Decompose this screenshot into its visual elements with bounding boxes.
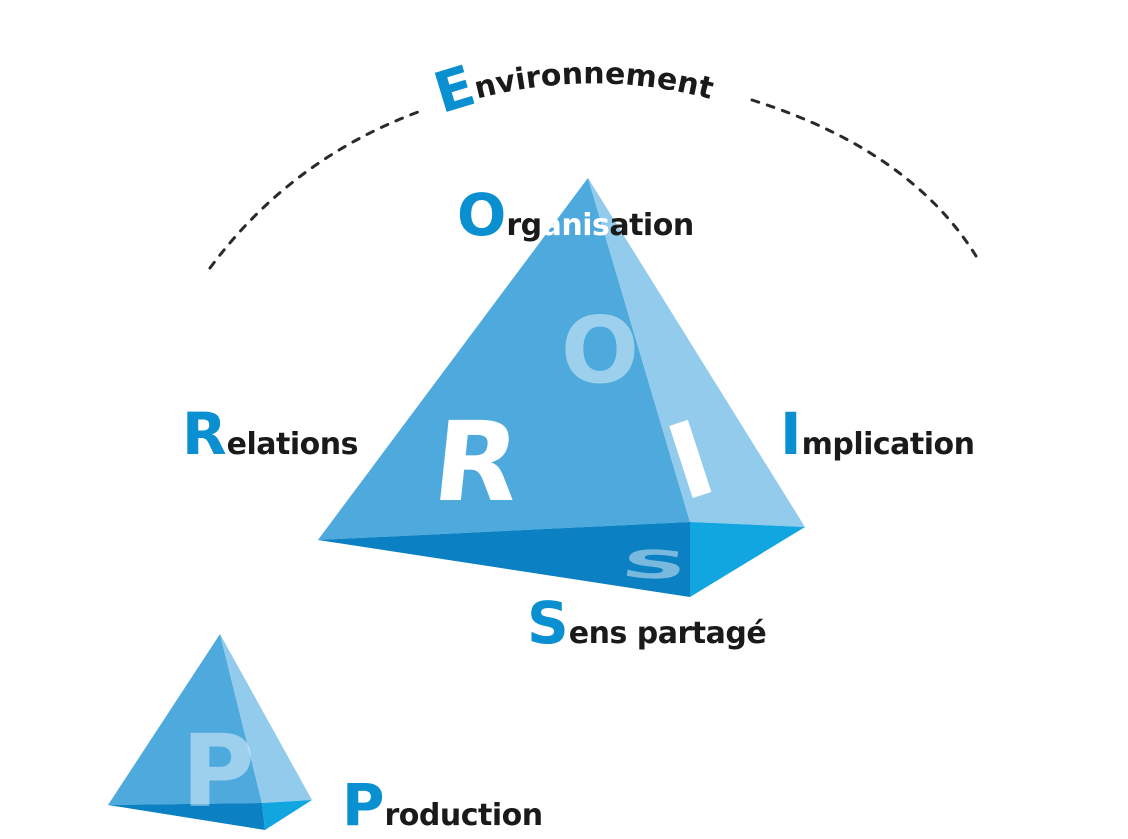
small-pyramid-face-bottom-right (262, 800, 312, 830)
implication-rest: mplication (801, 427, 975, 462)
organisation-part1: rg (506, 208, 542, 243)
relations-label: Relations (182, 405, 359, 463)
implication-initial: I (780, 400, 802, 468)
pyramid-face-bottom (318, 522, 690, 597)
organisation-part3: ation (609, 208, 694, 243)
production-pyramid: P (108, 634, 312, 830)
implication-label: Implication (780, 405, 975, 463)
environment-label: Environnement (427, 53, 717, 126)
pyramid-letter-r: R (427, 399, 525, 527)
pyramid-face-right (588, 178, 805, 527)
pyramid-face-main (318, 178, 690, 540)
environment-initial: E (427, 53, 483, 126)
small-pyramid-face-right (220, 634, 312, 803)
production-label: Production (342, 776, 543, 834)
organisation-part2: anis (541, 208, 610, 243)
relations-initial: R (182, 400, 227, 468)
environment-rest: nvironnement (471, 56, 717, 106)
organisation-label: Organisation (457, 186, 694, 244)
organisation-initial: O (457, 181, 507, 249)
relations-rest: elations (226, 427, 359, 462)
sens-rest: ens partagé (568, 616, 767, 651)
pyramid-letter-o: O (561, 297, 639, 404)
environment-arc-right (750, 98, 978, 258)
small-pyramid-face-main (108, 634, 262, 805)
production-rest: roduction (384, 798, 544, 833)
sens-partage-label: Sens partagé (527, 594, 767, 652)
pyramid-letter-s: S (618, 542, 691, 588)
sens-initial: S (527, 589, 569, 657)
main-pyramid: O R I S (318, 178, 805, 597)
production-initial: P (342, 771, 385, 839)
pyramid-letter-p: P (181, 713, 254, 830)
environment-arc-left (208, 110, 420, 270)
pyramid-face-bottom-right (690, 522, 805, 597)
small-pyramid-face-bottom (108, 803, 265, 830)
